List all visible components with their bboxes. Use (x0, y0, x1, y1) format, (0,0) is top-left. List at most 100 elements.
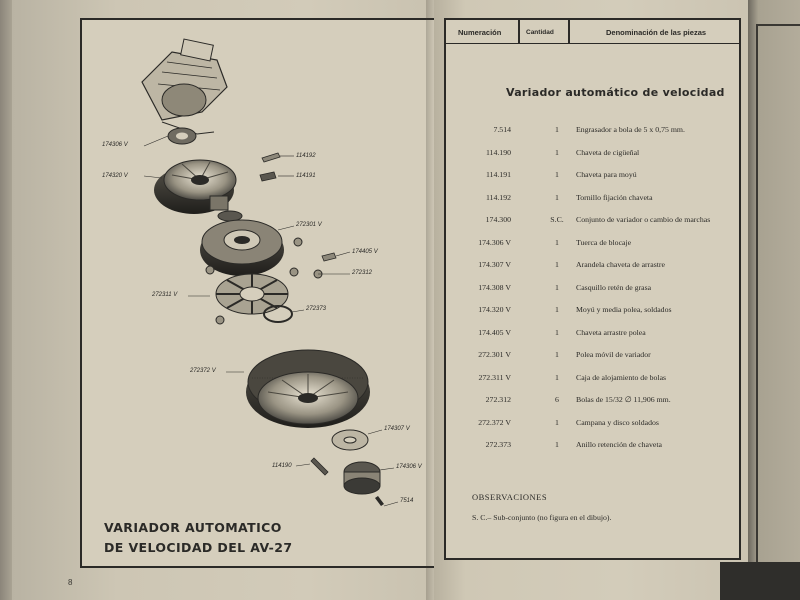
quantity: 1 (555, 440, 559, 449)
caption-line-2: DE VELOCIDAD DEL AV-27 (104, 540, 293, 555)
part-number: 272.311 V (478, 372, 512, 382)
label-272312: 272312 (352, 270, 373, 276)
table-header: Numeración Cantidad Denominación de las … (446, 20, 739, 44)
quantity: 1 (555, 192, 559, 202)
label-272301v: 272301 V (296, 222, 322, 228)
quantity: 1 (555, 417, 559, 427)
quantity: S.C. (550, 215, 564, 224)
section-title: Variador automático de velocidad (506, 86, 725, 99)
right-page: Numeración Cantidad Denominación de las … (434, 0, 748, 600)
description: Moyú y media polea, soldados (576, 305, 672, 314)
label-174320v: 174320 V (102, 173, 128, 179)
table-row: 174.320 V 1 Moyú y media polea, soldados (446, 300, 739, 323)
table-row: 114.190 1 Chaveta de cigüeñal (446, 143, 739, 166)
pulley-174320 (154, 159, 237, 214)
table-row: 272.372 V 1 Campana y disco soldados (446, 413, 739, 436)
part-number: 174.405 V (478, 327, 511, 337)
description: Chaveta para moyú (576, 170, 637, 179)
engine-housing (141, 38, 228, 135)
quantity: 1 (555, 350, 559, 359)
table-row: 174.405 V 1 Chaveta arrastre polea (446, 323, 739, 346)
table-row: 272.311 V 1 Caja de alojamiento de bolas (446, 368, 739, 391)
background-shadow (720, 562, 800, 600)
label-174306v-top: 174306 V (102, 142, 128, 148)
label-114191: 114191 (296, 173, 316, 179)
description: Chaveta arrastre polea (576, 327, 646, 337)
quantity: 6 (555, 395, 559, 404)
parts-table: 7.514 1 Engrasador a bola de 5 x 0,75 mm. 1… (446, 120, 739, 458)
part-number: 174.300 (485, 215, 511, 224)
label-114190: 114190 (272, 463, 292, 469)
part-number: 114.192 (485, 192, 511, 202)
caption-line-1: VARIADOR AUTOMATICO (104, 520, 282, 535)
description: Polea móvil de variador (576, 350, 651, 359)
quantity: 1 (555, 327, 559, 337)
quantity: 1 (555, 237, 559, 247)
description: Anillo retención de chaveta (576, 440, 662, 449)
description: Tornillo fijación chaveta (576, 192, 653, 202)
quantity: 1 (555, 125, 559, 134)
description: Campana y disco soldados (576, 417, 659, 427)
table-row: 272.312 6 Bolas de 15/32 ∅ 11,906 mm. (446, 390, 739, 413)
part-number: 272.301 V (478, 350, 511, 359)
part-number: 174.320 V (478, 305, 511, 314)
description: Arandela chaveta de arrastre (576, 260, 665, 269)
next-page-edge (748, 0, 800, 600)
exploded-view-frame: 174306 V 114192 174320 V 114191 272301 V… (80, 18, 452, 568)
label-272311v: 272311 V (152, 292, 178, 298)
label-174405v: 174405 V (352, 249, 378, 255)
table-row: 114.192 1 Tornillo fijación chaveta (446, 188, 739, 211)
header-cantidad: Cantidad (526, 29, 554, 36)
table-row: 174.300 S.C. Conjunto de variador o cambio… (446, 210, 739, 233)
table-row: 272.373 1 Anillo retención de chaveta (446, 435, 739, 458)
part-number: 114.190 (485, 147, 511, 157)
part-number: 272.372 V (478, 417, 511, 427)
left-page: 174306 V 114192 174320 V 114191 272301 V… (12, 0, 452, 600)
label-7514: 7514 (400, 498, 414, 504)
ball-cage-272311 (215, 273, 289, 315)
label-272372v: 272372 V (190, 368, 216, 374)
exploded-view-drawing (141, 38, 399, 507)
quantity: 1 (555, 282, 559, 292)
description: Tuerca de blocaje (576, 237, 632, 247)
label-174306v-bottom: 174306 V (396, 464, 422, 470)
part-number: 272.373 (485, 440, 511, 449)
observaciones-title: OBSERVACIONES (472, 492, 548, 502)
label-272373: 272373 (306, 306, 327, 312)
nut-174306 (343, 461, 381, 495)
description: Chaveta de cigüeñal (576, 147, 640, 157)
table-row: 174.306 V 1 Tuerca de blocaje (446, 233, 739, 256)
description: Conjunto de variador o cambio de marchas (576, 215, 711, 224)
part-number: 7.514 (493, 125, 511, 134)
label-114192: 114192 (296, 153, 316, 159)
part-number: 174.306 V (478, 237, 511, 247)
page-number: 8 (68, 578, 73, 587)
table-row: 7.514 1 Engrasador a bola de 5 x 0,75 mm. (446, 120, 739, 143)
observaciones-text: S. C.– Sub-conjunto (no figura en el dib… (472, 513, 612, 522)
quantity: 1 (555, 170, 559, 179)
diagram-caption: VARIADOR AUTOMATICO DE VELOCIDAD DEL AV-… (104, 518, 292, 558)
bell-272372 (246, 349, 370, 428)
header-numeracion: Numeración (458, 28, 502, 37)
table-row: 272.301 V 1 Polea móvil de variador (446, 345, 739, 368)
quantity: 1 (555, 147, 559, 157)
quantity: 1 (555, 260, 559, 269)
table-row: 114.191 1 Chaveta para moyú (446, 165, 739, 188)
pulley-272301 (200, 219, 284, 276)
quantity: 1 (555, 372, 559, 382)
part-number: 114.191 (485, 170, 511, 179)
table-row: 174.307 V 1 Arandela chaveta de arrastre (446, 255, 739, 278)
part-number: 272.312 (485, 395, 511, 404)
part-number: 174.307 V (478, 260, 511, 269)
description: Caja de alojamiento de bolas (576, 372, 667, 382)
label-174307v: 174307 V (384, 426, 410, 432)
description: Engrasador a bola de 5 x 0,75 mm. (576, 125, 685, 134)
part-number: 174.308 V (478, 282, 511, 292)
parts-list-frame: Numeración Cantidad Denominación de las … (444, 18, 741, 560)
quantity: 1 (555, 305, 559, 314)
table-row: 174.308 V 1 Casquillo retén de grasa (446, 278, 739, 301)
description: Bolas de 15/32 ∅ 11,906 mm. (576, 395, 671, 404)
header-denominacion: Denominación de las piezas (606, 28, 707, 37)
description: Casquillo retén de grasa (576, 282, 652, 292)
